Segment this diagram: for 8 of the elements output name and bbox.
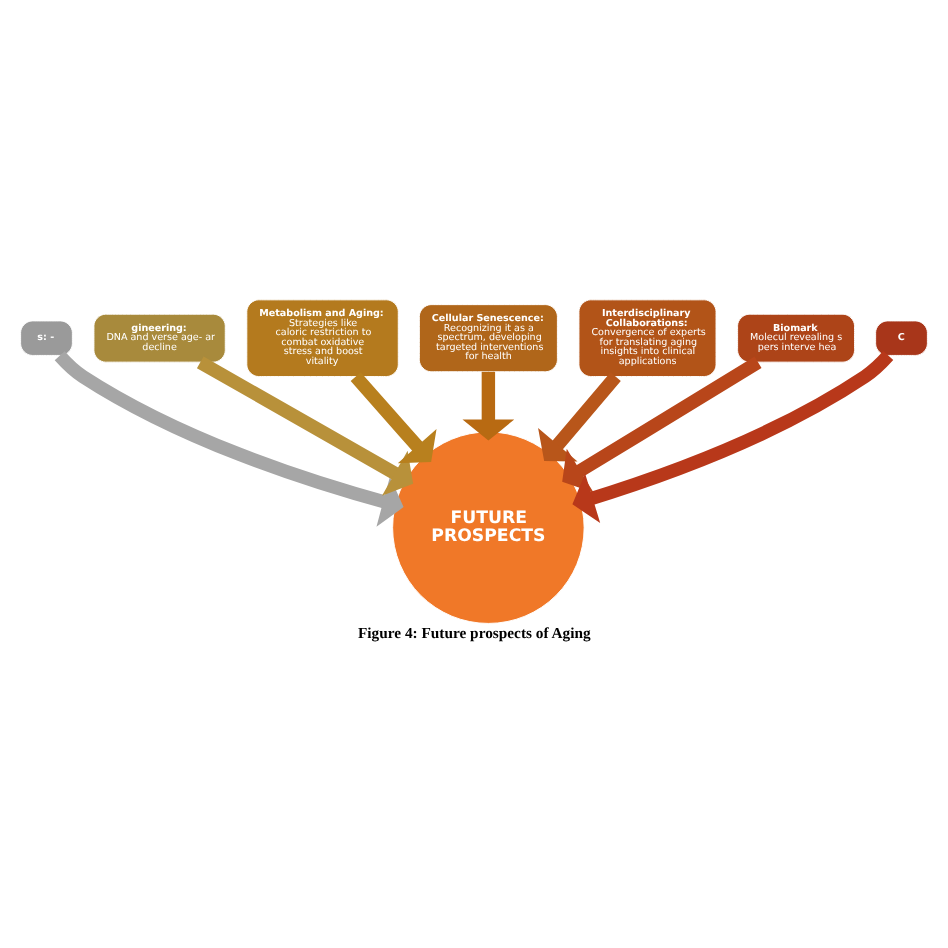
caption: Figure 4: Future prospects of Aging	[358, 624, 591, 643]
arrow	[462, 371, 515, 441]
arrow	[196, 356, 414, 496]
arrow	[572, 351, 894, 523]
arrow	[562, 356, 762, 493]
arrow	[54, 351, 404, 527]
arrow	[350, 372, 437, 464]
arrow	[538, 372, 621, 462]
